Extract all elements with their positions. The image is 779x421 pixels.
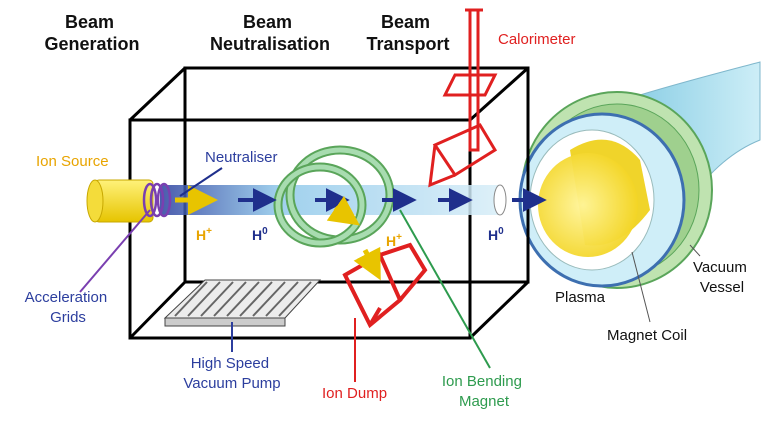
pump-fin xyxy=(226,281,260,317)
label-ion-dump: Ion Dump xyxy=(322,385,387,402)
leader-lines xyxy=(79,167,701,382)
ion-bending-magnet xyxy=(273,145,395,248)
plasma xyxy=(529,129,655,271)
pump-fin xyxy=(200,281,234,317)
label-plasma: Plasma xyxy=(555,289,606,306)
particle-ion-label-dump: H+ xyxy=(386,232,402,249)
particle-neutral-label-tube: H0 xyxy=(252,226,268,243)
particle-neutral-label-vessel: H0 xyxy=(488,226,504,243)
header-beam-transport: Beam Transport xyxy=(366,12,449,54)
calorimeter xyxy=(428,8,498,188)
pump-fin xyxy=(213,281,247,317)
header-beam-neutralisation: Beam Neutralisation xyxy=(210,12,330,54)
label-calorimeter: Calorimeter xyxy=(498,31,576,48)
ion-deflect-arrow xyxy=(326,195,360,226)
pump-fin xyxy=(252,281,286,317)
pump-fin xyxy=(174,281,208,317)
ion-dump xyxy=(342,242,428,329)
label-neutraliser: Neutraliser xyxy=(205,149,278,166)
pump-fin xyxy=(278,281,312,317)
ion-dump-arrow xyxy=(353,246,381,281)
label-acceleration-grids: Acceleration Grids xyxy=(25,289,112,326)
label-magnet-coil: Magnet Coil xyxy=(607,327,687,344)
beam-arrows xyxy=(175,185,547,281)
pump-fin xyxy=(265,281,299,317)
acceleration-grids xyxy=(142,182,172,218)
vacuum-pump xyxy=(163,279,322,327)
label-ion-source: Ion Source xyxy=(36,153,109,170)
pump-fin xyxy=(239,281,273,317)
label-vacuum-vessel: Vacuum Vessel xyxy=(693,259,751,296)
particle-ion-label-source: H+ xyxy=(196,226,212,243)
ion-source xyxy=(86,179,154,223)
pump-fin xyxy=(187,281,221,317)
vacuum-pump-fins xyxy=(174,281,312,317)
header-beam-generation: Beam Generation xyxy=(44,12,139,54)
beamline-box xyxy=(128,66,530,340)
label-vacuum-pump: High Speed Vacuum Pump xyxy=(183,355,280,392)
label-ion-bending-magnet: Ion Bending Magnet xyxy=(442,373,526,410)
